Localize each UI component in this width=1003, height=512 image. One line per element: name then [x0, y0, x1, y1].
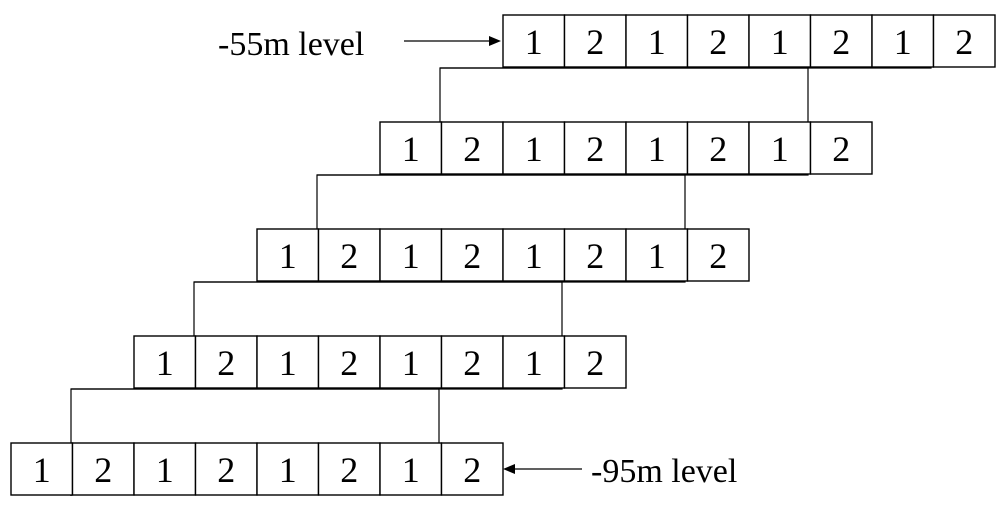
- cell-number: 1: [279, 343, 297, 383]
- cell-row: 1 2 1 2 1 2 1 2: [133, 335, 627, 389]
- cell-number: 2: [709, 236, 727, 276]
- cell-number: 2: [586, 129, 604, 169]
- cell-box: [379, 228, 443, 282]
- cell-number: 1: [402, 236, 420, 276]
- cell-number: 2: [340, 343, 358, 383]
- cell-number: 2: [955, 22, 973, 62]
- cell-number: 2: [217, 450, 235, 490]
- cell-box: [871, 14, 935, 68]
- cell-box: [625, 14, 689, 68]
- level-connector-lower: [317, 174, 686, 229]
- cell-number: 1: [894, 22, 912, 62]
- level-connector: [439, 67, 932, 122]
- cell-number: 2: [586, 343, 604, 383]
- cell-row: 1 2 1 2 1 2 1 2: [379, 121, 873, 175]
- cell-number: 2: [463, 450, 481, 490]
- level-connector-lower: [194, 281, 563, 336]
- cell-box: [379, 121, 443, 175]
- cell-number: 1: [402, 129, 420, 169]
- cell-row: 1 2 1 2 1 2 1 2: [502, 14, 996, 68]
- cell-box: [502, 14, 566, 68]
- top-level-annotation: -55m level: [218, 26, 501, 63]
- cell-box: [194, 442, 258, 496]
- cell-number: 1: [525, 129, 543, 169]
- cell-number: 1: [771, 22, 789, 62]
- cell-number: 2: [217, 343, 235, 383]
- cell-number: 1: [279, 450, 297, 490]
- top-level-arrow-head: [489, 36, 501, 46]
- cell-box: [317, 442, 381, 496]
- cell-number: 2: [463, 343, 481, 383]
- top-level-label: -55m level: [218, 26, 364, 63]
- cell-number: 1: [156, 450, 174, 490]
- cell-box: [809, 121, 873, 175]
- cell-number: 2: [463, 129, 481, 169]
- cell-number: 1: [648, 129, 666, 169]
- cell-number: 1: [525, 343, 543, 383]
- cell-box: [625, 228, 689, 282]
- cell-box: [440, 442, 504, 496]
- cell-number: 1: [525, 236, 543, 276]
- cell-number: 1: [402, 343, 420, 383]
- cell-box: [440, 228, 504, 282]
- cell-number: 2: [463, 236, 481, 276]
- cell-box: [809, 14, 873, 68]
- cell-box: [563, 14, 627, 68]
- cell-box: [563, 228, 627, 282]
- cell-number: 1: [648, 22, 666, 62]
- cell-row: 1 2 1 2 1 2 1 2: [10, 442, 504, 496]
- cell-rows: 1 2 1 2 1 2 1 2 1 2 1 2 1 2 1 2 1 2 1 2 1 2 1 2 1 2 1 2 1 2 1 2 1 2 1 2 1 2 1 2: [10, 14, 996, 496]
- cell-number: 1: [33, 450, 51, 490]
- cell-number: 1: [279, 236, 297, 276]
- cell-number: 2: [832, 22, 850, 62]
- cell-box: [563, 335, 627, 389]
- cell-number: 2: [832, 129, 850, 169]
- cell-number: 2: [340, 236, 358, 276]
- cell-row: 1 2 1 2 1 2 1 2: [256, 228, 750, 282]
- cell-box: [625, 121, 689, 175]
- cell-box: [440, 335, 504, 389]
- cell-number: 1: [156, 343, 174, 383]
- bottom-level-arrow-head: [503, 464, 515, 474]
- level-connector-lower: [71, 388, 440, 443]
- cell-number: 2: [586, 236, 604, 276]
- level-connector: [316, 174, 809, 229]
- cell-box: [133, 442, 197, 496]
- cell-box: [563, 121, 627, 175]
- cell-number: 2: [340, 450, 358, 490]
- cell-box: [317, 228, 381, 282]
- cell-box: [932, 14, 996, 68]
- cell-box: [748, 121, 812, 175]
- cell-number: 2: [709, 129, 727, 169]
- cell-number: 1: [771, 129, 789, 169]
- cell-box: [502, 121, 566, 175]
- level-connector-lower: [440, 67, 809, 122]
- level-connector: [70, 388, 563, 443]
- cell-box: [502, 228, 566, 282]
- cell-box: [194, 335, 258, 389]
- cell-number: 2: [94, 450, 112, 490]
- cell-box: [686, 228, 750, 282]
- level-connector: [193, 281, 686, 336]
- cell-box: [748, 14, 812, 68]
- bottom-level-annotation: -95m level: [503, 453, 737, 490]
- cell-box: [317, 335, 381, 389]
- cell-box: [686, 121, 750, 175]
- cell-number: 1: [402, 450, 420, 490]
- cell-number: 1: [525, 22, 543, 62]
- bottom-level-label: -95m level: [591, 453, 737, 490]
- cell-number: 2: [586, 22, 604, 62]
- cell-box: [71, 442, 135, 496]
- cell-box: [256, 335, 320, 389]
- cell-number: 2: [709, 22, 727, 62]
- cell-number: 1: [648, 236, 666, 276]
- cell-box: [440, 121, 504, 175]
